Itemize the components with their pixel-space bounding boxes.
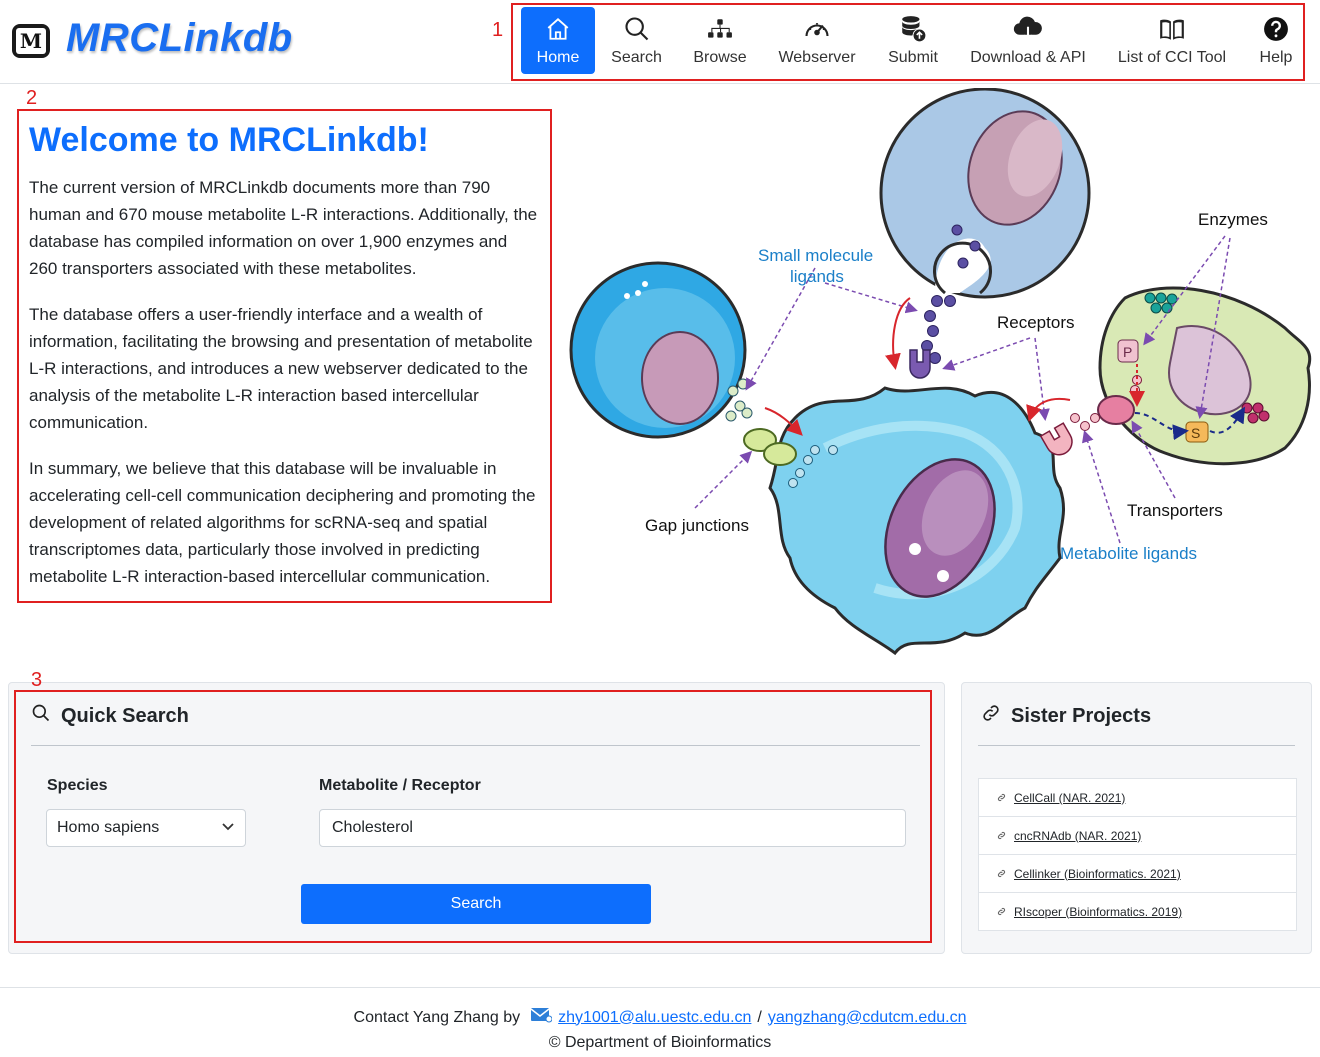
home-icon	[545, 13, 571, 45]
nav-submit[interactable]: Submit	[872, 7, 954, 74]
label-ligands: ligands	[790, 267, 844, 286]
sister-projects-header: Sister Projects	[981, 703, 1151, 729]
label-transporters: Transporters	[1127, 501, 1223, 520]
nav-help-label: Help	[1259, 49, 1293, 66]
nav-webserver-label: Webserver	[778, 49, 856, 66]
sister-divider	[978, 745, 1295, 746]
search-icon	[31, 703, 51, 729]
sister-link-riscoper[interactable]: RIscoper (Bioinformatics. 2019)	[1014, 904, 1183, 919]
email-icon	[530, 1007, 553, 1028]
species-select[interactable]: Homo sapiens	[46, 809, 246, 847]
link-icon	[997, 829, 1006, 843]
question-icon	[1263, 13, 1289, 45]
nav-cci-tools-label: List of CCI Tool	[1117, 49, 1227, 66]
label-gap-junctions: Gap junctions	[645, 516, 749, 535]
site-title[interactable]: MRCLinkdb	[66, 16, 293, 60]
nav-search-label: Search	[611, 49, 662, 66]
nav-browse-label: Browse	[693, 49, 747, 66]
label-enzymes: Enzymes	[1198, 210, 1268, 229]
link-icon	[997, 791, 1006, 805]
main-nav: Home Search Browse Webserver Submit Down…	[521, 7, 1310, 74]
nav-cci-tools[interactable]: List of CCI Tool	[1102, 7, 1242, 74]
footer: Contact Yang Zhang by zhy1001@alu.uestc.…	[0, 987, 1320, 1057]
quick-search-header: Quick Search	[31, 703, 189, 729]
footer-separator: /	[757, 1008, 762, 1026]
nav-home[interactable]: Home	[521, 7, 595, 74]
nav-help[interactable]: Help	[1242, 7, 1310, 74]
label-small-molecule: Small molecule	[758, 246, 873, 265]
link-icon	[997, 867, 1006, 881]
intro-paragraph-2: The database offers a user-friendly inte…	[29, 305, 533, 432]
welcome-section: Welcome to MRCLinkdb! The current versio…	[17, 109, 552, 603]
sitemap-icon	[707, 13, 733, 45]
cell-communication-illustration: P S Small molecule ligands Enzymes Recep…	[569, 88, 1312, 656]
sister-link-cellinker[interactable]: Cellinker (Bioinformatics. 2021)	[1014, 866, 1181, 881]
sister-item-cellcall[interactable]: CellCall (NAR. 2021)	[979, 779, 1296, 817]
sister-projects-title: Sister Projects	[1011, 704, 1152, 727]
speedometer-icon	[803, 13, 831, 45]
link-icon	[997, 905, 1006, 919]
intro-paragraph-1: The current version of MRCLinkdb documen…	[29, 178, 538, 278]
sister-item-cncrnadb[interactable]: cncRNAdb (NAR. 2021)	[979, 817, 1296, 855]
top-header	[0, 0, 1320, 84]
search-icon	[623, 13, 651, 45]
nav-download-api[interactable]: Download & API	[954, 7, 1102, 74]
footer-email-1[interactable]: zhy1001@alu.uestc.edu.cn	[558, 1008, 752, 1026]
annotation-box-1	[511, 3, 1305, 81]
metabolite-input-value: Cholesterol	[332, 819, 413, 836]
sister-project-list: CellCall (NAR. 2021) cncRNAdb (NAR. 2021…	[978, 778, 1297, 931]
annotation-label-1: 1	[492, 19, 504, 41]
footer-email-2[interactable]: yangzhang@cdutcm.edu.cn	[767, 1008, 967, 1026]
annotation-label-3: 3	[31, 669, 43, 691]
database-upload-icon	[900, 13, 926, 45]
nav-home-label: Home	[536, 49, 580, 66]
sister-link-cellcall[interactable]: CellCall (NAR. 2021)	[1014, 790, 1126, 805]
cloud-download-icon	[1013, 13, 1043, 45]
label-receptors: Receptors	[997, 313, 1074, 332]
species-label: Species	[47, 777, 108, 794]
nav-download-api-label: Download & API	[970, 49, 1086, 66]
annotation-box-3	[14, 690, 932, 943]
logo-letter: M	[16, 28, 46, 54]
annotation-label-2: 2	[26, 87, 38, 109]
label-metabolite-ligands: Metabolite ligands	[1060, 544, 1197, 563]
nav-browse[interactable]: Browse	[678, 7, 762, 74]
enzyme-s-label: S	[1191, 425, 1200, 441]
nav-webserver[interactable]: Webserver	[762, 7, 872, 74]
footer-contact-prefix: Contact Yang Zhang by	[353, 1008, 521, 1026]
species-selected-value: Homo sapiens	[57, 819, 160, 836]
welcome-title: Welcome to MRCLinkdb!	[29, 121, 429, 159]
link-icon	[981, 703, 1001, 729]
footer-copyright: © Department of Bioinformatics	[548, 1034, 772, 1051]
intro-paragraph-3: In summary, we believe that this databas…	[29, 459, 536, 586]
metabolite-input[interactable]: Cholesterol	[319, 809, 906, 847]
sister-item-cellinker[interactable]: Cellinker (Bioinformatics. 2021)	[979, 855, 1296, 893]
footer-contact-line: Contact Yang Zhang by zhy1001@alu.uestc.…	[0, 1007, 1320, 1028]
quick-search-title: Quick Search	[61, 704, 189, 727]
book-icon	[1158, 13, 1186, 45]
enzyme-p-label: P	[1123, 344, 1132, 360]
chevron-down-icon	[221, 819, 235, 837]
sister-link-cncrnadb[interactable]: cncRNAdb (NAR. 2021)	[1014, 828, 1142, 843]
nav-submit-label: Submit	[888, 49, 938, 66]
quick-search-divider	[31, 745, 920, 746]
metabolite-label: Metabolite / Receptor	[319, 777, 481, 794]
sister-item-riscoper[interactable]: RIscoper (Bioinformatics. 2019)	[979, 893, 1296, 930]
logo-icon[interactable]: M	[12, 24, 50, 58]
nav-search[interactable]: Search	[595, 7, 678, 74]
search-button[interactable]: Search	[301, 884, 651, 924]
